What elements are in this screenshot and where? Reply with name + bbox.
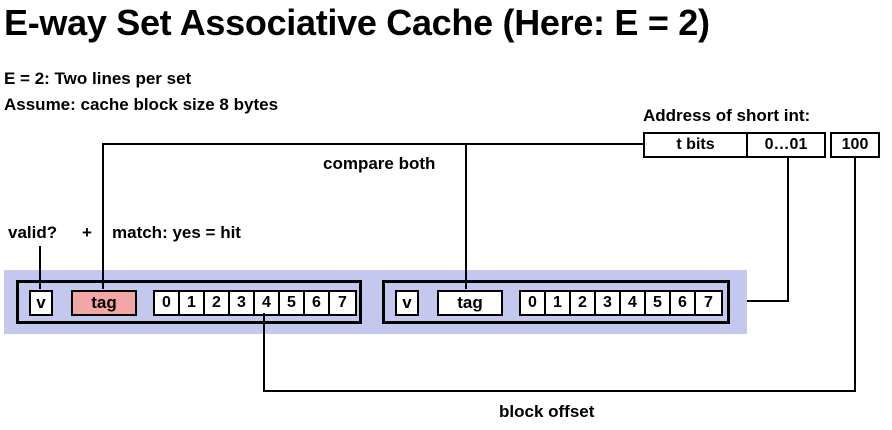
set-index-connector-vertical — [787, 158, 789, 302]
line-2-byte: 1 — [546, 292, 571, 314]
line-1-byte: 0 — [155, 292, 180, 314]
cache-line-2: v tag 0 1 2 3 4 5 6 7 — [382, 280, 730, 324]
address-set-index-field: 0…01 — [746, 132, 826, 158]
address-tag-field: t bits — [643, 132, 748, 158]
line-1-byte: 7 — [330, 292, 355, 314]
slide-title: E-way Set Associative Cache (Here: E = 2… — [4, 2, 710, 43]
line-1-byte: 6 — [305, 292, 330, 314]
match-label: match: yes = hit — [112, 223, 241, 242]
tag-compare-line-2-drop — [465, 143, 467, 289]
line-2-byte: 6 — [671, 292, 696, 314]
line-1-byte: 1 — [180, 292, 205, 314]
line-1-byte: 2 — [205, 292, 230, 314]
line-1-valid-bit: v — [29, 290, 53, 316]
line-1-byte: 5 — [280, 292, 305, 314]
line-2-tag: tag — [437, 290, 503, 316]
match-divider — [102, 222, 104, 250]
address-offset-field: 100 — [830, 132, 880, 158]
line-2-byte: 0 — [521, 292, 546, 314]
line-2-byte: 5 — [646, 292, 671, 314]
line-2-byte: 3 — [596, 292, 621, 314]
line-2-byte: 4 — [621, 292, 646, 314]
line-1-byte: 3 — [230, 292, 255, 314]
valid-check-connector — [39, 246, 41, 289]
subtitle-block-size: Assume: cache block size 8 bytes — [4, 95, 279, 114]
compare-both-label: compare both — [323, 154, 436, 173]
line-2-valid-bit: v — [395, 290, 419, 316]
line-1-tag: tag — [71, 290, 137, 316]
block-offset-label: block offset — [499, 402, 595, 421]
block-offset-connector-right — [854, 158, 856, 392]
tag-compare-connector — [102, 143, 644, 145]
line-2-block-bytes: 0 1 2 3 4 5 6 7 — [519, 290, 723, 316]
tag-compare-line-1-drop — [102, 143, 104, 289]
subtitle-lines-per-set: E = 2: Two lines per set — [4, 69, 192, 88]
block-offset-connector-left — [263, 313, 265, 392]
line-2-byte: 7 — [696, 292, 721, 314]
address-label: Address of short int: — [643, 106, 811, 125]
line-2-byte: 2 — [571, 292, 596, 314]
set-index-connector-horizontal — [747, 300, 789, 302]
block-offset-connector-bottom — [263, 390, 856, 392]
plus-label: + — [82, 223, 92, 242]
line-1-byte: 4 — [255, 292, 280, 314]
valid-label: valid? — [8, 223, 58, 242]
cache-line-1: v tag 0 1 2 3 4 5 6 7 — [16, 280, 362, 324]
line-1-block-bytes: 0 1 2 3 4 5 6 7 — [153, 290, 357, 316]
